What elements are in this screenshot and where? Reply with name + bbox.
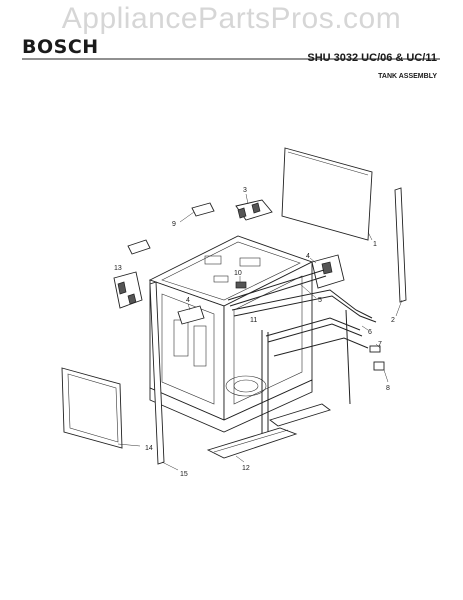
part-10-clip <box>235 276 247 289</box>
callout-10: 10 <box>234 270 242 277</box>
callout-11: 11 <box>250 317 257 324</box>
callout-7: 7 <box>378 341 382 348</box>
part-14-door-panel <box>61 367 141 449</box>
part-15-gasket <box>149 281 179 471</box>
callout-14: 14 <box>145 445 153 452</box>
callout-4-left: 4 <box>186 297 190 304</box>
part-2-gasket-strip <box>394 187 407 317</box>
watermark-text: AppliancePartsPros.com <box>61 2 402 35</box>
callout-1: 1 <box>373 241 377 248</box>
callout-13: 13 <box>114 265 122 272</box>
section-title: TANK ASSEMBLY <box>378 73 437 80</box>
callout-4-right: 4 <box>306 253 310 260</box>
callout-5: 5 <box>318 297 322 304</box>
parts-5-6-11-rails <box>227 269 377 442</box>
part-1-side-panel <box>281 147 373 241</box>
callout-2: 2 <box>391 317 395 324</box>
callout-8: 8 <box>386 385 390 392</box>
callout-15: 15 <box>180 471 188 478</box>
callout-12: 12 <box>242 465 250 472</box>
part-3-bracket <box>235 193 273 221</box>
main-tank <box>148 235 314 433</box>
callout-3: 3 <box>243 187 247 194</box>
part-4-bracket-left <box>177 303 205 325</box>
model-number: SHU 3032 UC/06 & UC/11 <box>307 52 437 64</box>
callout-9: 9 <box>172 221 176 228</box>
part-4-bracket-right <box>309 254 345 289</box>
brand-logo: BOSCH <box>22 36 99 58</box>
part-13-bracket <box>113 271 143 309</box>
parts-7-8-fittings <box>369 343 389 383</box>
part-12-base-rail <box>206 403 331 463</box>
callout-labels: 1 2 3 4 4 5 6 7 8 9 10 11 12 13 14 15 <box>114 187 395 478</box>
callout-6: 6 <box>368 329 372 336</box>
part-9-clips <box>127 202 215 255</box>
